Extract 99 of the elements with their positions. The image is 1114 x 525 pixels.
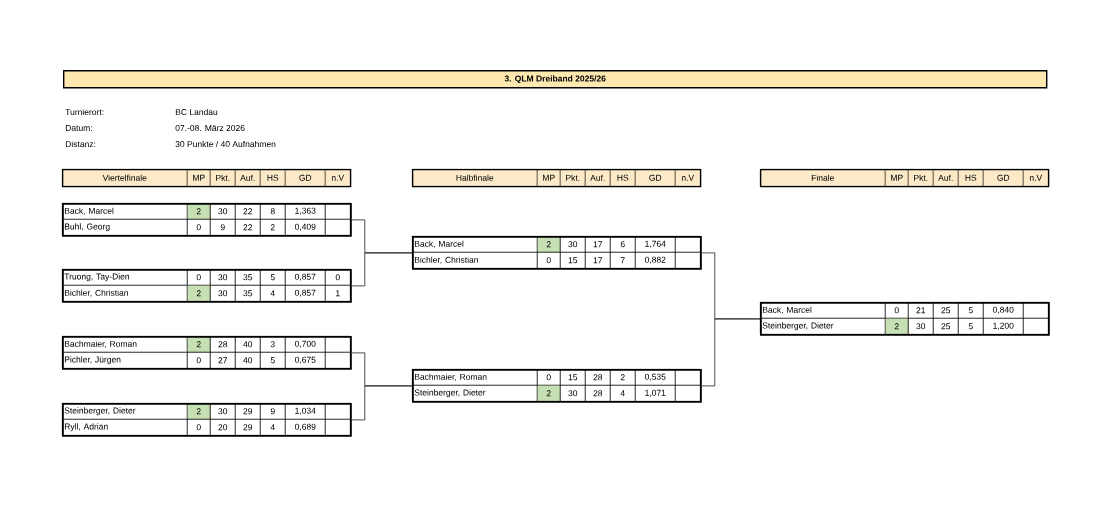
player-name: Pichler, Jürgen bbox=[62, 352, 188, 369]
score-cell: 0,882 bbox=[635, 252, 676, 269]
score-cell: 0,409 bbox=[285, 219, 326, 236]
score-cell: 0 bbox=[187, 352, 211, 369]
match-frame bbox=[412, 236, 702, 270]
score-cell: 30 bbox=[210, 285, 236, 302]
score-cell: 0,857 bbox=[285, 285, 326, 302]
match-frame bbox=[62, 336, 352, 370]
score-cell: 1,764 bbox=[635, 236, 676, 253]
bracket-line bbox=[701, 318, 761, 387]
score-cell: 29 bbox=[235, 403, 261, 420]
score-cell: 30 bbox=[210, 403, 236, 420]
score-cell: 3 bbox=[260, 336, 286, 353]
title-bar: 3. QLM Dreiband 2025/26 bbox=[63, 70, 1048, 89]
match-frame bbox=[760, 302, 1050, 336]
score-cell: 0,689 bbox=[285, 419, 326, 436]
score-cell: 28 bbox=[210, 336, 236, 353]
score-cell: 17 bbox=[585, 236, 611, 253]
info-text: BC Landau bbox=[175, 108, 218, 116]
player-name: Steinberger, Dieter bbox=[760, 318, 886, 335]
match-frame bbox=[62, 269, 352, 303]
node-label: Truong, Tay-Dien bbox=[64, 273, 130, 282]
info-text: Datum: bbox=[65, 125, 92, 131]
score-cell: 0 bbox=[537, 252, 561, 269]
score-cell: 22 bbox=[235, 203, 261, 220]
info-text: Distanz: bbox=[65, 140, 96, 148]
score-cell: 15 bbox=[560, 369, 586, 386]
score-cell: 5 bbox=[958, 318, 984, 335]
score-cell: 40 bbox=[235, 336, 261, 353]
score-cell: 5 bbox=[260, 352, 286, 369]
score-cell: 7 bbox=[610, 252, 636, 269]
score-cell: 30 bbox=[560, 236, 586, 253]
player-name: Buhl, Georg bbox=[62, 219, 188, 236]
score-cell: 1,200 bbox=[983, 318, 1024, 335]
score-cell: 1,363 bbox=[285, 203, 326, 220]
score-cell: 2 bbox=[260, 219, 286, 236]
score-cell: 0 bbox=[187, 219, 211, 236]
score-cell: 0 bbox=[187, 419, 211, 436]
score-cell: 0,675 bbox=[285, 352, 326, 369]
score-cell: 30 bbox=[908, 318, 934, 335]
score-cell: 5 bbox=[260, 269, 286, 286]
match-frame bbox=[412, 369, 702, 403]
score-cell: 0,700 bbox=[285, 336, 326, 353]
score-cell: 9 bbox=[260, 403, 286, 420]
score-cell: 35 bbox=[235, 285, 261, 302]
bracket-line bbox=[351, 385, 413, 421]
info-text: Turnierort: bbox=[65, 108, 104, 116]
score-cell: 1,034 bbox=[285, 403, 326, 420]
info-text: 07.-08. März 2026 bbox=[175, 125, 245, 131]
match-frame bbox=[62, 203, 352, 237]
score-cell: 2 bbox=[187, 285, 211, 302]
score-cell: 25 bbox=[933, 302, 959, 319]
score-cell: 27 bbox=[210, 352, 236, 369]
score-cell: 0 bbox=[885, 302, 909, 319]
node-label: Back, Marcel bbox=[64, 207, 114, 215]
score-cell: 0 bbox=[187, 269, 211, 286]
info-text: 30 Punkte / 40 Aufnahmen bbox=[175, 140, 276, 148]
score-cell: 2 bbox=[537, 385, 561, 402]
score-cell: 1,071 bbox=[635, 385, 676, 402]
score-cell: 2 bbox=[885, 318, 909, 335]
score-cell: 4 bbox=[260, 419, 286, 436]
score-cell: 28 bbox=[585, 369, 611, 386]
node-label: Bachmaier, Roman bbox=[64, 340, 137, 348]
score-cell: 6 bbox=[610, 236, 636, 253]
node-label: Back, Marcel bbox=[762, 306, 812, 314]
score-cell: 0 bbox=[537, 369, 561, 386]
player-name: Ryll, Adrian bbox=[62, 419, 188, 436]
player-name: Bichler, Christian bbox=[62, 285, 188, 302]
score-cell: 17 bbox=[585, 252, 611, 269]
score-cell: 4 bbox=[610, 385, 636, 402]
node-label: Bachmaier, Roman bbox=[414, 373, 487, 381]
score-cell: 0,840 bbox=[983, 302, 1024, 319]
score-cell: 8 bbox=[260, 203, 286, 220]
score-cell: 0,857 bbox=[285, 269, 326, 286]
player-name: Steinberger, Dieter bbox=[412, 385, 538, 402]
player-name: Bichler, Christian bbox=[412, 252, 538, 269]
score-cell: 29 bbox=[235, 419, 261, 436]
score-cell: 15 bbox=[560, 252, 586, 269]
score-cell: 20 bbox=[210, 419, 236, 436]
score-cell: 25 bbox=[933, 318, 959, 335]
bracket-line bbox=[351, 252, 413, 287]
score-cell: 4 bbox=[260, 285, 286, 302]
score-cell: 30 bbox=[210, 269, 236, 286]
score-cell: 1 bbox=[325, 285, 351, 302]
score-cell: 21 bbox=[908, 302, 934, 319]
score-cell: 28 bbox=[585, 385, 611, 402]
score-cell: 40 bbox=[235, 352, 261, 369]
score-cell: 35 bbox=[235, 269, 261, 286]
score-cell: 22 bbox=[235, 219, 261, 236]
score-cell: 9 bbox=[210, 219, 236, 236]
score-cell: 5 bbox=[958, 302, 984, 319]
node-label: Steinberger, Dieter bbox=[64, 407, 136, 416]
score-cell: 2 bbox=[610, 369, 636, 386]
score-cell: 0,535 bbox=[635, 369, 676, 386]
score-cell: 0 bbox=[325, 269, 351, 286]
score-cell: 30 bbox=[210, 203, 236, 220]
score-cell: 30 bbox=[560, 385, 586, 402]
match-frame bbox=[62, 403, 352, 437]
node-label: Back, Marcel bbox=[414, 240, 464, 248]
